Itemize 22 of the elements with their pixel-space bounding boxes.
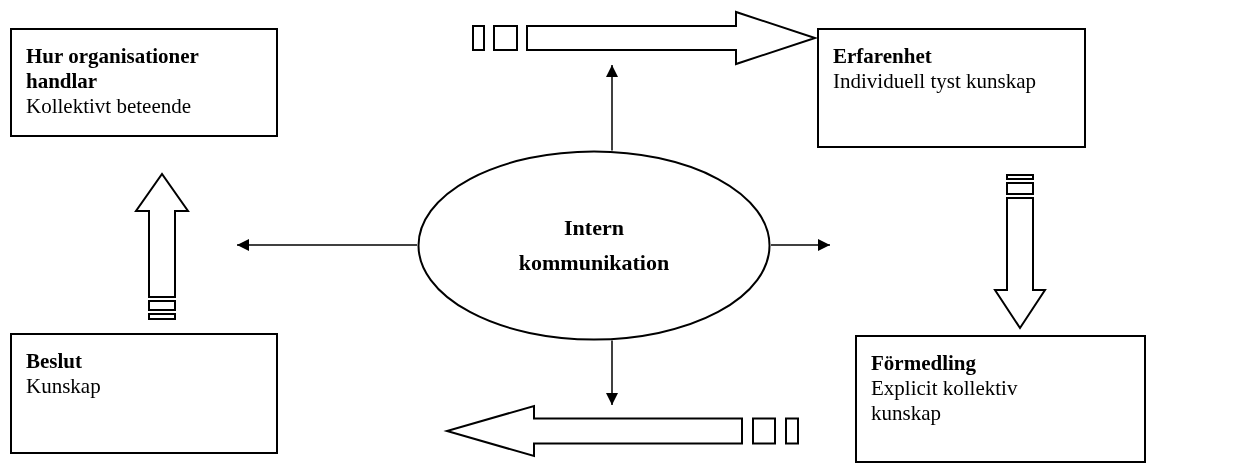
arrow [606,64,618,152]
concept-box [855,335,1146,463]
box-text: Individuell tyst kunskap [833,69,1037,95]
concept-box [10,28,278,137]
arrow [606,339,618,406]
concept-box [817,28,1086,148]
block-arrow [443,404,799,458]
block-arrow [993,174,1047,330]
box-text: Explicit kollektiv kunskap [871,376,1019,427]
box-text: Kollektivt beteende [26,94,193,120]
concept-box [10,333,278,454]
box-text: Intern kommunikation [517,214,671,277]
block-arrow [134,172,190,320]
box-heading: Förmedling [871,351,977,377]
arrow [770,239,831,251]
box-text: Kunskap [26,374,102,400]
box-heading: Beslut [26,349,83,375]
topic-ellipse [417,150,771,341]
arrow [236,239,418,251]
block-arrow [472,10,819,66]
box-heading: Hur organisationer handlar [26,44,200,95]
box-heading: Erfarenhet [833,44,933,70]
